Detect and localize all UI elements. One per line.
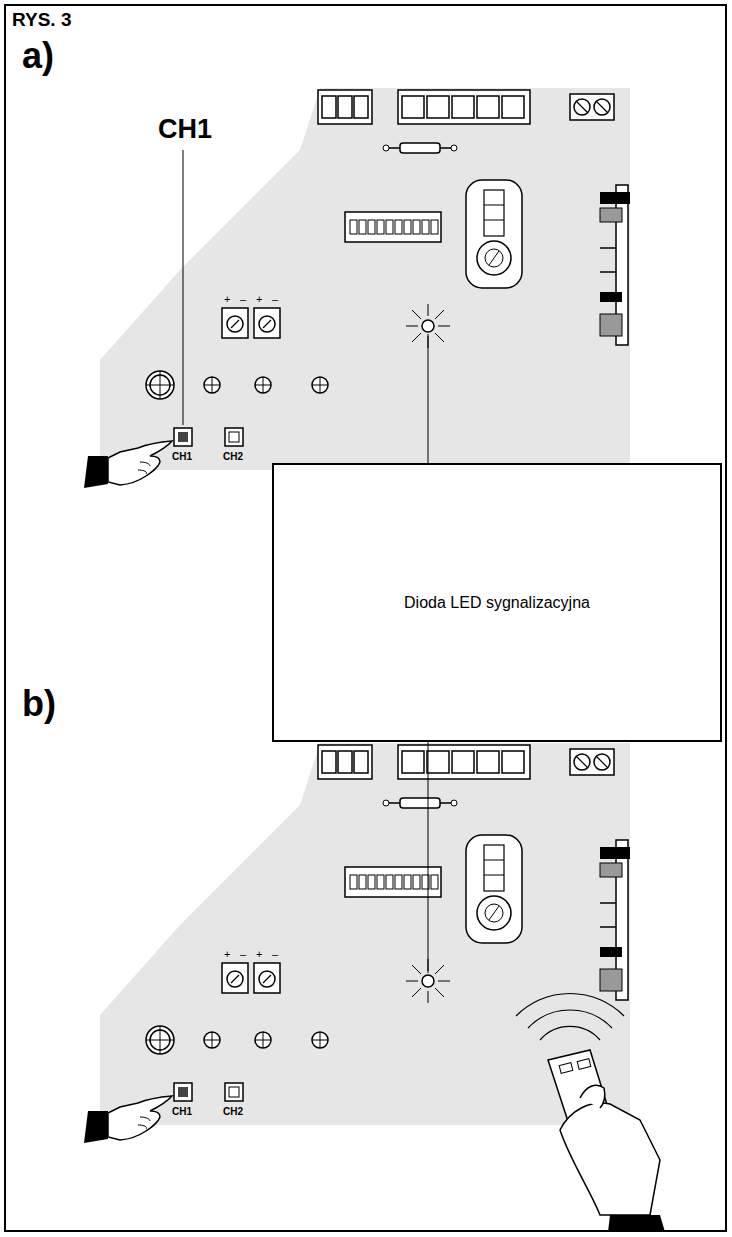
figure-title: RYS. 3 <box>12 10 72 29</box>
button-label: CH2 <box>223 1107 243 1117</box>
leader-line <box>428 740 429 973</box>
remote-control <box>516 993 665 1232</box>
polarity-mark: – <box>240 949 246 960</box>
polarity-mark: – <box>272 294 278 305</box>
callout-box: Dioda LED sygnalizacyjna <box>272 463 722 742</box>
leader-line <box>428 334 429 465</box>
panel-letter: a) <box>22 38 54 74</box>
button-label: CH1 <box>172 1107 192 1117</box>
control-board <box>84 743 630 1143</box>
polarity-mark: + <box>224 294 230 305</box>
polarity-mark: + <box>224 949 230 960</box>
button-label: CH1 <box>158 116 212 143</box>
callout-text: Dioda LED sygnalizacyjna <box>404 594 590 612</box>
polarity-mark: – <box>240 294 246 305</box>
button-label: CH2 <box>223 452 243 462</box>
leader-line <box>183 150 184 425</box>
frame <box>5 5 726 1231</box>
control-board <box>84 88 630 488</box>
polarity-mark: + <box>256 949 262 960</box>
panel-letter: b) <box>22 686 56 722</box>
button-label: CH1 <box>172 452 192 462</box>
polarity-mark: – <box>272 949 278 960</box>
polarity-mark: + <box>256 294 262 305</box>
